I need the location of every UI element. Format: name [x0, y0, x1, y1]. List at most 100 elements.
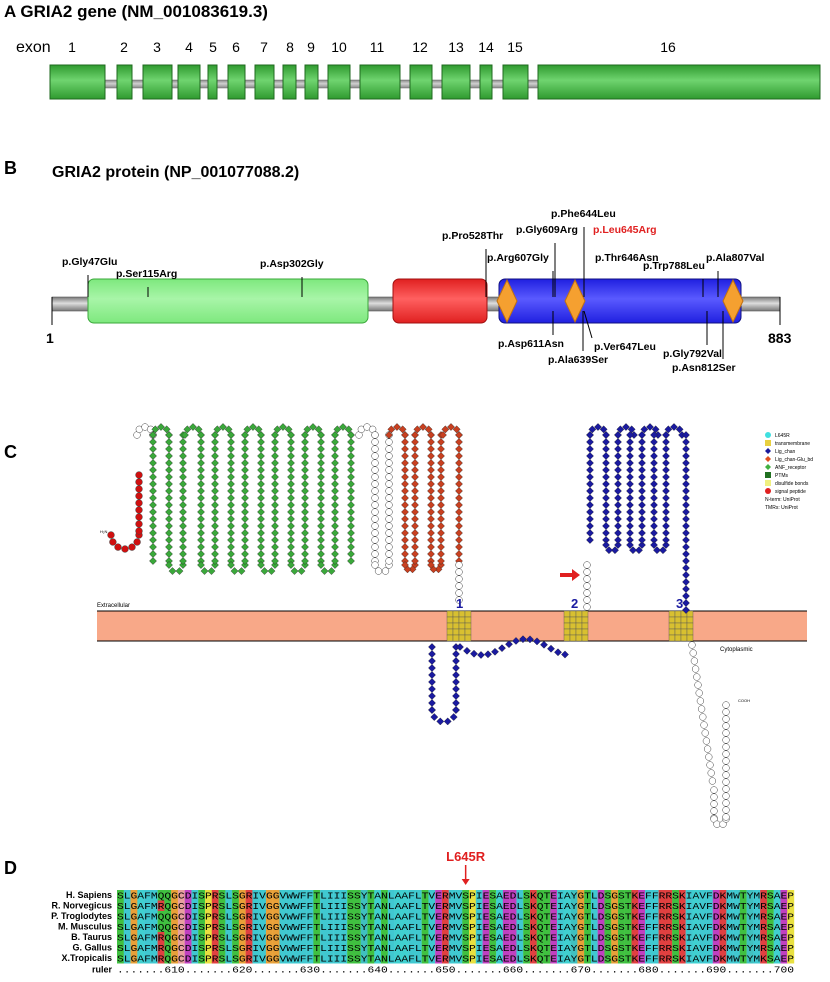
- residue: [241, 452, 249, 460]
- residue: [626, 445, 634, 453]
- residue: [650, 522, 658, 530]
- residue: [401, 487, 409, 495]
- residue-cell: [516, 900, 524, 911]
- residue: [670, 423, 678, 431]
- residue: [722, 778, 730, 786]
- residue: [662, 473, 670, 481]
- residue-cell: [441, 942, 449, 953]
- residue: [347, 466, 355, 474]
- residue: [722, 701, 730, 709]
- residue-cell: [171, 932, 179, 943]
- residue-cell: [211, 942, 219, 953]
- residue: [109, 538, 117, 546]
- residue-cell: [198, 900, 206, 911]
- residue-cell: [651, 890, 659, 901]
- residue: [257, 487, 265, 495]
- residue: [650, 459, 658, 467]
- residue: [638, 466, 646, 474]
- residue: [371, 501, 379, 509]
- residue-cell: [509, 942, 517, 953]
- residue: [197, 473, 205, 481]
- residue-cell: [238, 911, 246, 922]
- residue-cell: [225, 921, 233, 932]
- residue-cell: [177, 953, 185, 964]
- residue-cell: [672, 900, 680, 911]
- residue-cell: [123, 953, 131, 964]
- residue-cell: [516, 890, 524, 901]
- residue: [241, 438, 249, 446]
- residue: [614, 480, 622, 488]
- residue-cell: [692, 890, 700, 901]
- residue-cell: [211, 953, 219, 964]
- residue: [662, 459, 670, 467]
- residue: [179, 445, 187, 453]
- residue-cell: [265, 900, 273, 911]
- residue: [401, 445, 409, 453]
- residue: [583, 589, 591, 597]
- residue: [317, 438, 325, 446]
- residue-cell: [557, 942, 565, 953]
- residue-cell: [502, 911, 510, 922]
- residue: [287, 508, 295, 516]
- residue: [455, 596, 463, 604]
- residue: [664, 425, 673, 434]
- residue-cell: [773, 921, 781, 932]
- residue-cell: [117, 942, 124, 953]
- exon-number: 13: [448, 39, 464, 55]
- residue: [135, 478, 143, 486]
- residue: [411, 431, 419, 439]
- residue: [708, 777, 717, 785]
- residue: [241, 543, 249, 551]
- residue-cell: [144, 932, 152, 943]
- residue-cell: [672, 911, 680, 922]
- residue: [464, 616, 472, 624]
- residue: [257, 494, 265, 502]
- residue-cell: [455, 911, 463, 922]
- residue: [121, 545, 129, 553]
- residue-cell: [184, 911, 192, 922]
- residue: [347, 550, 355, 558]
- residue-cell: [766, 890, 774, 901]
- residue-cell: [773, 890, 781, 901]
- residue-cell: [685, 900, 693, 911]
- residue-cell: [198, 932, 206, 943]
- residue-cell: [448, 932, 456, 943]
- residue-cell: [543, 942, 551, 953]
- residue: [385, 522, 393, 530]
- residue: [287, 480, 295, 488]
- residue-cell: [117, 911, 124, 922]
- residue-cell: [502, 921, 510, 932]
- protein-start: 1: [46, 330, 54, 346]
- residue: [287, 501, 295, 509]
- residue: [401, 543, 409, 551]
- residue: [331, 508, 339, 516]
- residue: [602, 529, 610, 537]
- residue-cell: [191, 953, 199, 964]
- residue: [722, 757, 730, 765]
- residue-cell: [780, 921, 788, 932]
- exon-2: [116, 64, 133, 100]
- residue: [575, 616, 583, 624]
- residue: [583, 561, 591, 569]
- residue-cell: [353, 932, 361, 943]
- residue-cell: [563, 932, 571, 943]
- residue-cell: [333, 932, 341, 943]
- residue: [227, 466, 235, 474]
- residue: [317, 536, 325, 544]
- residue-cell: [313, 921, 321, 932]
- residue: [447, 423, 455, 431]
- residue: [452, 610, 460, 618]
- residue: [458, 610, 466, 618]
- residue: [411, 550, 419, 558]
- variant-label-below: p.Ver647Leu: [594, 341, 656, 353]
- residue: [287, 550, 295, 558]
- residue-cell: [299, 932, 307, 943]
- residue: [317, 466, 325, 474]
- residue: [290, 567, 299, 575]
- residue-cell: [733, 900, 741, 911]
- residue: [165, 445, 173, 453]
- residue-cell: [265, 932, 273, 943]
- residue-cell: [624, 890, 632, 901]
- residue-cell: [306, 932, 314, 943]
- residue: [682, 571, 690, 579]
